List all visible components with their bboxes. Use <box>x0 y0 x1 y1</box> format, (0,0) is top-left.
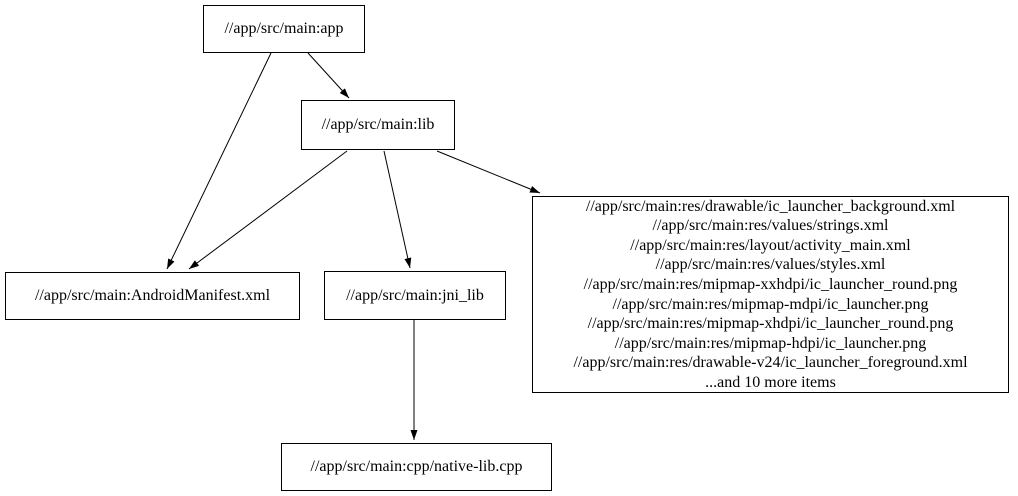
node-jni-lib: //app/src/main:jni_lib <box>324 271 506 320</box>
edge-lib-to-jni-lib <box>383 150 412 269</box>
node-native-cpp: //app/src/main:cpp/native-lib.cpp <box>281 443 552 491</box>
edge-app-to-manifest <box>166 52 272 270</box>
resource-file-label: //app/src/main:res/values/strings.xml <box>652 217 889 235</box>
node-app-label: //app/src/main:app <box>224 20 344 37</box>
resource-more-items-label: ...and 10 more items <box>705 373 836 391</box>
node-app: //app/src/main:app <box>203 5 365 53</box>
edge-lib-to-resources <box>436 150 541 194</box>
resource-file-label: //app/src/main:res/values/styles.xml <box>655 256 886 274</box>
node-android-manifest-label: //app/src/main:AndroidManifest.xml <box>34 287 271 304</box>
edge-lib-to-manifest <box>188 150 348 270</box>
resource-file-label: //app/src/main:res/drawable/ic_launcher_… <box>585 197 956 215</box>
resource-file-label: //app/src/main:res/drawable-v24/ic_launc… <box>573 354 968 372</box>
resource-file-label: //app/src/main:res/mipmap-hdpi/ic_launch… <box>614 334 927 352</box>
node-resources: //app/src/main:res/drawable/ic_launcher_… <box>532 196 1009 393</box>
resource-file-label: //app/src/main:res/layout/activity_main.… <box>630 236 911 254</box>
node-android-manifest: //app/src/main:AndroidManifest.xml <box>5 272 300 320</box>
node-native-cpp-label: //app/src/main:cpp/native-lib.cpp <box>310 458 523 475</box>
resource-file-label: //app/src/main:res/mipmap-mdpi/ic_launch… <box>612 295 929 313</box>
resource-file-label: //app/src/main:res/mipmap-xhdpi/ic_launc… <box>587 315 954 333</box>
resource-file-label: //app/src/main:res/mipmap-xxhdpi/ic_laun… <box>583 275 958 293</box>
node-jni-lib-label: //app/src/main:jni_lib <box>346 286 484 304</box>
node-lib-label: //app/src/main:lib <box>321 116 435 133</box>
edge-app-to-lib <box>307 52 350 99</box>
node-lib: //app/src/main:lib <box>301 100 455 150</box>
